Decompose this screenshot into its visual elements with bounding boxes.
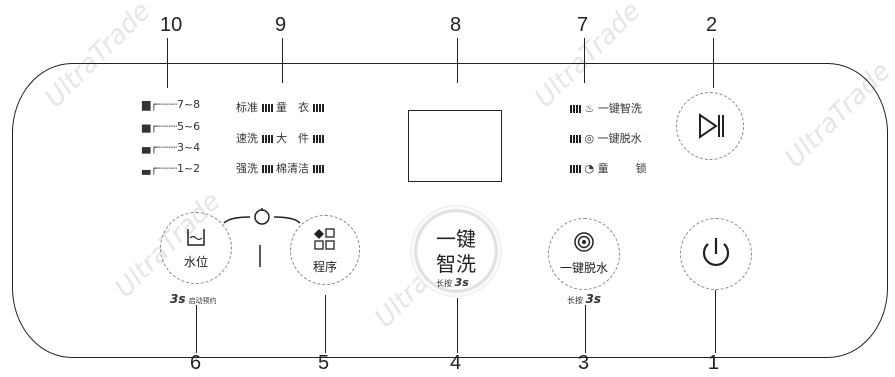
power-icon — [702, 238, 730, 266]
spin-icon — [574, 232, 594, 252]
function-indicator: ◎ 一键脱水 — [570, 130, 642, 146]
program-row: 标准 童 衣 — [236, 99, 324, 115]
water-level-indicator: ▃┌┈┈┈1~2 — [142, 162, 201, 175]
callout-9: 9 — [275, 14, 287, 36]
spin-button-label: 一键脱水 — [559, 261, 608, 275]
leader-line — [457, 38, 458, 83]
led-icon — [261, 165, 273, 173]
reserve-hint: 3s 启动预约 — [170, 292, 217, 306]
led-icon — [312, 135, 324, 143]
water-level-led-icon: ▆┌┈┈┈ — [142, 98, 177, 111]
smart-wash-button[interactable] — [410, 205, 502, 297]
water-level-led-icon: ▃┌┈┈┈ — [142, 162, 177, 175]
leader-line — [715, 290, 716, 353]
leader-line — [457, 298, 458, 353]
callout-4: 4 — [450, 352, 462, 374]
smart-wash-icon: ♨ — [584, 102, 595, 115]
water-level-indicator: ▄┌┈┈┈3~4 — [142, 141, 201, 154]
digital-display — [408, 110, 502, 182]
callout-5: 5 — [318, 352, 330, 374]
callout-10: 10 — [160, 14, 183, 36]
spin-button[interactable]: 一键脱水 — [548, 218, 620, 290]
leader-line — [585, 305, 586, 353]
led-icon — [261, 104, 273, 112]
child-lock-icon: ◔ — [584, 162, 595, 175]
water-level-icon — [187, 229, 205, 246]
callout-1: 1 — [708, 352, 720, 374]
callout-2: 2 — [706, 14, 718, 36]
led-icon — [312, 104, 324, 112]
spin-icon: ◎ — [584, 132, 595, 145]
led-icon — [261, 135, 273, 143]
water-level-button[interactable]: 水位 — [160, 212, 232, 284]
led-icon — [570, 105, 581, 113]
function-indicator: ♨ 一键智洗 — [570, 100, 642, 116]
connector-line-icon — [223, 208, 301, 267]
callout-8: 8 — [450, 14, 462, 36]
water-level-led-icon: ▄┌┈┈┈ — [142, 141, 177, 154]
led-icon — [570, 135, 581, 143]
leader-line — [584, 38, 585, 83]
program-button-label: 程序 — [312, 260, 337, 274]
callout-6: 6 — [190, 352, 202, 374]
water-level-led-icon: ▅┌┈┈┈ — [142, 120, 177, 133]
function-indicator: ◔ 童 锁 — [570, 160, 655, 176]
control-panel — [12, 63, 888, 358]
start-pause-button[interactable] — [676, 92, 744, 160]
program-button[interactable]: 程序 — [290, 215, 360, 285]
callout-7: 7 — [577, 14, 589, 36]
water-level-indicator: ▆┌┈┈┈7~8 — [142, 98, 201, 111]
leader-line — [325, 295, 326, 353]
callout-3: 3 — [578, 352, 590, 374]
leader-line — [196, 305, 197, 353]
led-icon — [570, 165, 581, 173]
smart-wash-hint: 长按 3s — [436, 276, 469, 289]
led-icon — [312, 165, 324, 173]
program-row: 强洗 棉清洁 — [236, 160, 324, 176]
power-button[interactable] — [680, 218, 752, 290]
smart-wash-label-line1: 一键 — [436, 227, 476, 251]
water-level-button-label: 水位 — [183, 255, 208, 269]
water-level-indicator: ▅┌┈┈┈5~6 — [142, 120, 201, 133]
program-icon — [314, 228, 335, 250]
smart-wash-label-line2: 智洗 — [436, 252, 476, 276]
play-pause-icon — [699, 113, 724, 139]
program-row: 速洗 大 件 — [236, 130, 324, 146]
spin-hint: 长按 3s — [567, 292, 602, 306]
leader-line — [282, 38, 283, 83]
